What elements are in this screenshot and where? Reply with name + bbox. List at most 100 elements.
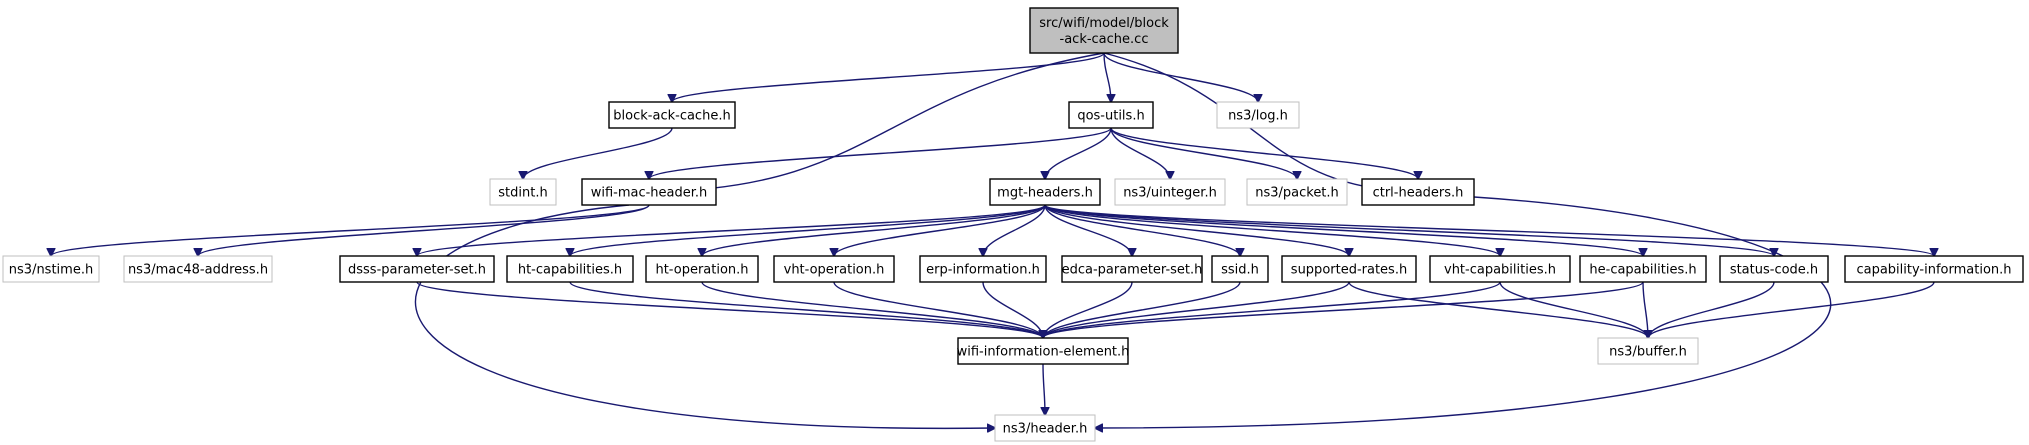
node-label: ns3/buffer.h [1609, 345, 1687, 360]
node-label: ns3/packet.h [1255, 186, 1339, 201]
node-dsss-parameter-set-h[interactable]: dsss-parameter-set.h [339, 255, 495, 283]
node-box [489, 178, 557, 206]
node-wifi-information-element-h[interactable]: wifi-information-element.h [957, 337, 1130, 365]
node-box [1246, 178, 1348, 206]
node-vht-operation-h[interactable]: vht-operation.h [773, 255, 895, 283]
node-edca-parameter-set-h[interactable]: edca-parameter-set.h [1061, 255, 1203, 283]
node-label: src/wifi/model/block [1039, 16, 1169, 31]
node-label: vht-capabilities.h [1444, 263, 1556, 278]
node-label: mgt-headers.h [997, 186, 1093, 201]
node-box [1068, 101, 1154, 129]
node-box [1429, 255, 1571, 283]
node-ns3-mac48-address-h: ns3/mac48-address.h [123, 255, 273, 283]
node-label: ns3/nstime.h [9, 263, 93, 278]
node-box [581, 178, 717, 206]
edge-vht_capabilities_h-to-wifi_information_element_h [1043, 281, 1501, 338]
node-block-ack-cache-h[interactable]: block-ack-cache.h [608, 101, 736, 129]
edge-mgt_headers_h-to-dsss_parameter_set_h [417, 204, 1046, 256]
edge-supported_rates_h-to-ns3_buffer_h [1348, 281, 1648, 338]
edge-status_code_h-to-ns3_buffer_h [1648, 281, 1775, 338]
node-box [1061, 255, 1203, 283]
node-stdint-h: stdint.h [489, 178, 557, 206]
node-box [1114, 178, 1226, 206]
edge-qos_utils_h-to-ctrl_headers_h [1110, 127, 1418, 179]
node-erp-information-h[interactable]: erp-information.h [919, 255, 1047, 283]
node-label: -ack-cache.cc [1060, 32, 1149, 47]
node-label: erp-information.h [926, 263, 1040, 278]
edge-capability_information_h-to-ns3_buffer_h [1648, 281, 1935, 338]
node-box [989, 178, 1101, 206]
node-ctrl-headers-h[interactable]: ctrl-headers.h [1361, 178, 1475, 206]
edge-vht_capabilities_h-to-ns3_buffer_h [1499, 281, 1648, 338]
edge-he_capabilities_h-to-ns3_buffer_h [1642, 281, 1648, 338]
node-supported-rates-h[interactable]: supported-rates.h [1281, 255, 1417, 283]
node-ns3-buffer-h: ns3/buffer.h [1597, 337, 1699, 365]
node-label: dsss-parameter-set.h [348, 263, 486, 278]
edge-vht_operation_h-to-wifi_information_element_h [833, 281, 1043, 338]
edge-ht_operation_h-to-wifi_information_element_h [701, 281, 1043, 338]
node-box [1211, 255, 1269, 283]
node-box [1579, 255, 1707, 283]
node-box [1029, 7, 1179, 54]
node-box [957, 337, 1129, 365]
edge-ctrl_headers_h-to-ns3_header_h [1095, 196, 1832, 428]
node-box [2, 255, 100, 283]
edge-mgt_headers_h-to-ssid_h [1044, 204, 1240, 256]
node-ssid-h[interactable]: ssid.h [1211, 255, 1269, 283]
node-label: wifi-information-element.h [957, 345, 1130, 360]
node-label: vht-operation.h [784, 263, 885, 278]
node-box [1281, 255, 1417, 283]
edge-mgt_headers_h-to-vht_capabilities_h [1044, 204, 1500, 256]
edge-mgt_headers_h-to-ht_capabilities_h [570, 204, 1046, 256]
node-label: ns3/uinteger.h [1123, 186, 1217, 201]
edge-supported_rates_h-to-wifi_information_element_h [1043, 281, 1350, 338]
node-box [1719, 255, 1829, 283]
node-label: block-ack-cache.h [613, 109, 730, 124]
node-ht-operation-h[interactable]: ht-operation.h [645, 255, 759, 283]
node-label: ns3/log.h [1228, 109, 1288, 124]
node-vht-capabilities-h[interactable]: vht-capabilities.h [1429, 255, 1571, 283]
node-status-code-h[interactable]: status-code.h [1719, 255, 1829, 283]
edge-wifi_information_element_h-to-ns3_header_h [1043, 363, 1045, 415]
node-label: ht-operation.h [655, 263, 748, 278]
node-box [339, 255, 495, 283]
edge-root-to-ns3_log_h [1103, 52, 1258, 102]
node-box [1844, 255, 2024, 283]
node-he-capabilities-h[interactable]: he-capabilities.h [1579, 255, 1707, 283]
node-label: supported-rates.h [1291, 263, 1407, 278]
node-label: stdint.h [498, 186, 547, 201]
node-qos-utils-h[interactable]: qos-utils.h [1068, 101, 1154, 129]
node-mgt-headers-h[interactable]: mgt-headers.h [989, 178, 1101, 206]
edge-wifi_mac_header_h-to-ns3_nstime_h [51, 204, 650, 256]
edge-mgt_headers_h-to-edca_parameter_set_h [1044, 204, 1132, 256]
node-ht-capabilities-h[interactable]: ht-capabilities.h [506, 255, 634, 283]
node-box [773, 255, 895, 283]
edge-ht_capabilities_h-to-wifi_information_element_h [569, 281, 1043, 338]
node-capability-information-h[interactable]: capability-information.h [1844, 255, 2024, 283]
node-ns3-uinteger-h: ns3/uinteger.h [1114, 178, 1226, 206]
node-box [1361, 178, 1475, 206]
edge-mgt_headers_h-to-he_capabilities_h [1044, 204, 1643, 256]
edge-wifi_mac_header_h-to-ns3_header_h [414, 204, 995, 428]
edge-qos_utils_h-to-mgt_headers_h [1045, 127, 1112, 179]
node-box [123, 255, 273, 283]
node-ns3-header-h: ns3/header.h [994, 414, 1096, 442]
edge-root-to-wifi_mac_header_h [649, 52, 1105, 192]
node-box [1216, 101, 1300, 129]
node-label: ns3/header.h [1003, 422, 1088, 437]
node-label: ssid.h [1221, 263, 1259, 278]
nodes: src/wifi/model/block-ack-cache.cc block-a… [2, 7, 2024, 442]
node-wifi-mac-header-h[interactable]: wifi-mac-header.h [581, 178, 717, 206]
node-label: he-capabilities.h [1589, 263, 1696, 278]
edge-mgt_headers_h-to-status_code_h [1044, 204, 1774, 256]
edge-mgt_headers_h-to-ht_operation_h [702, 204, 1046, 256]
node-label: wifi-mac-header.h [591, 186, 708, 201]
node-ns3-packet-h: ns3/packet.h [1246, 178, 1348, 206]
edge-mgt_headers_h-to-vht_operation_h [834, 204, 1046, 256]
edge-qos_utils_h-to-ns3_packet_h [1110, 127, 1297, 179]
edge-mgt_headers_h-to-erp_information_h [983, 204, 1046, 256]
edge-root-to-block_ack_cache_h [672, 52, 1105, 102]
edge-mgt_headers_h-to-supported_rates_h [1044, 204, 1349, 256]
node-root[interactable]: src/wifi/model/block-ack-cache.cc [1029, 7, 1179, 54]
